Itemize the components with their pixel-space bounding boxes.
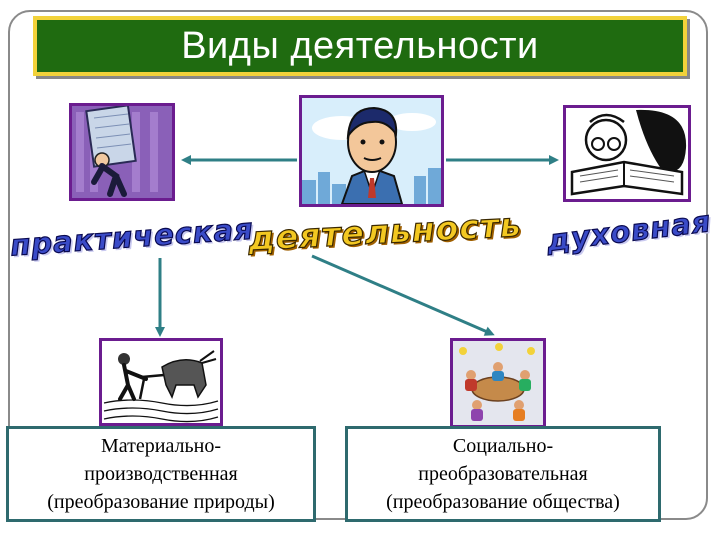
caption-right-line2: преобразовательная <box>418 463 588 485</box>
caption-left-line1: Материально- <box>101 435 221 457</box>
caption-right-line3: (преобразование общества) <box>386 491 620 513</box>
worker-carrying-load-picture <box>69 103 175 201</box>
caption-left-line2: производственная <box>84 463 238 485</box>
title-banner: Виды деятельности <box>33 16 687 76</box>
arrow-to-social-transformation <box>311 254 495 336</box>
caption-right-line1: Социально- <box>452 435 554 457</box>
caption-material-production: Материально- производственная (преобразо… <box>6 426 316 522</box>
plowing-farmer-picture <box>99 338 223 426</box>
caption-left-line3: (преобразование природы) <box>47 491 275 513</box>
page-title: Виды деятельности <box>181 24 539 67</box>
team-meeting-picture <box>450 338 546 428</box>
caption-social-transformation: Социально- преобразовательная (преобразо… <box>345 426 661 522</box>
man-portrait-picture <box>299 95 444 207</box>
person-reading-book-picture <box>563 105 691 202</box>
